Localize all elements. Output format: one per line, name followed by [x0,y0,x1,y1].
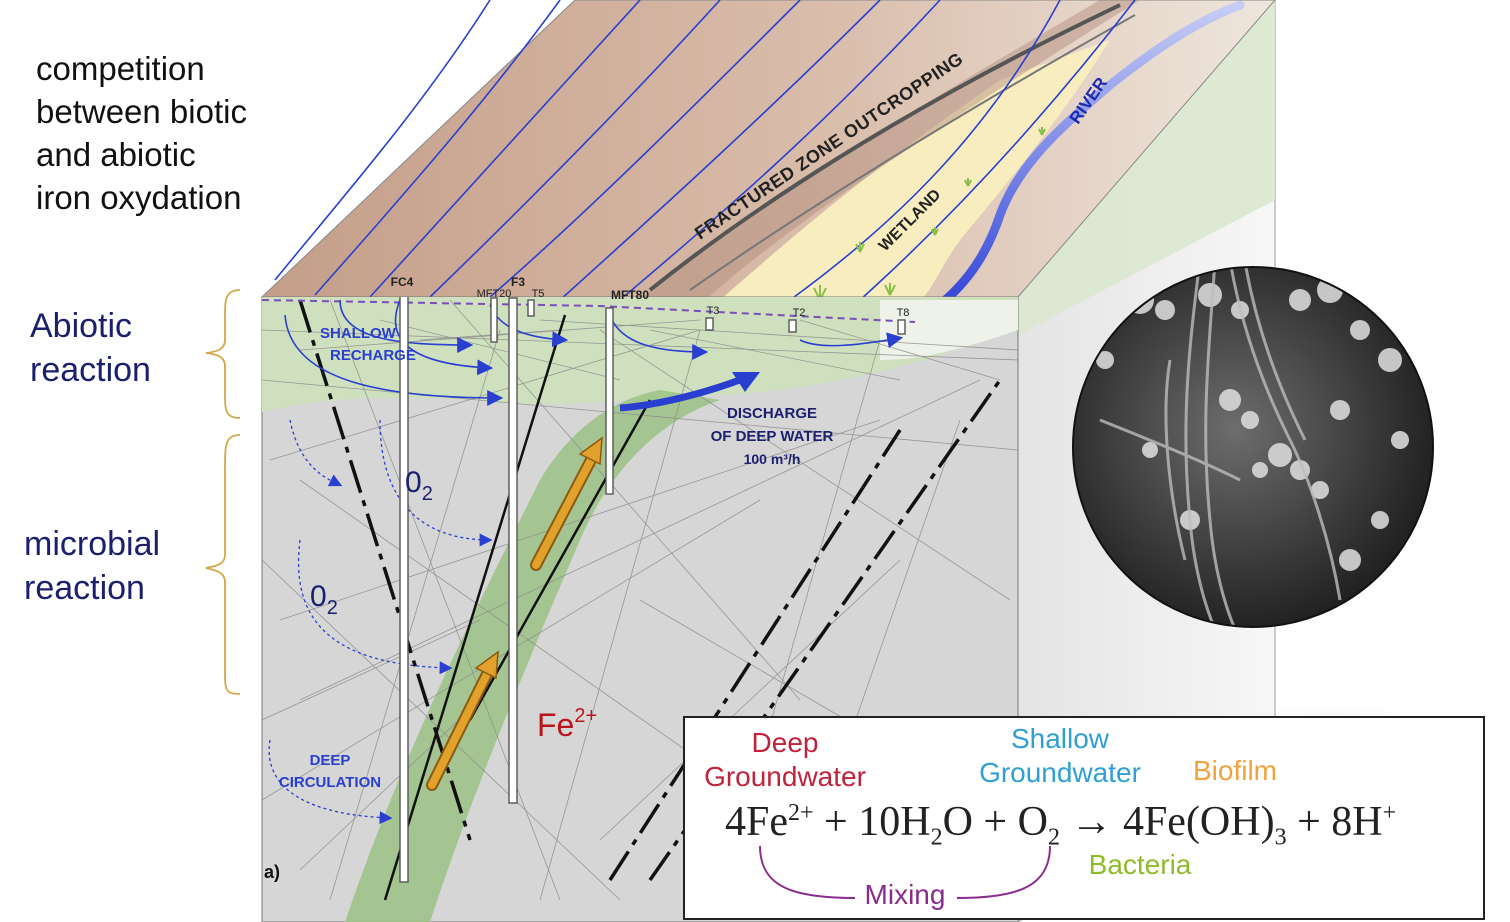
fe-label: Fe2+ [537,705,597,743]
eq-sup: + [1382,800,1397,826]
well-label-fc4: FC4 [391,275,414,289]
title-text: competition between biotic and abiotic i… [36,48,247,220]
well-label-f3: F3 [511,275,525,289]
contour-lines [274,0,1136,301]
eq-sub: 2 [930,824,943,851]
title-line: between biotic [36,92,247,130]
shallow-recharge-arrows [284,299,904,406]
equation-box: Deep Groundwater Shallow Groundwater Bio… [683,716,1485,920]
sem-circle-border [1072,266,1434,628]
discharge-label-1: DISCHARGE [727,405,817,422]
shallow-line: Shallow [1010,723,1110,754]
shallow-layer-right [880,300,1018,360]
shallow-recharge-label-1: SHALLOW [320,325,397,342]
o2-upper-label: 02 [405,466,433,505]
fractured-zone-band [640,0,1140,305]
fracture-network [262,299,1018,901]
microbial-reaction-label: microbial reaction [24,522,160,610]
mixing-arc [759,845,1051,899]
title-line: and abiotic [36,135,196,173]
panel-label: a) [264,862,280,882]
fractured-zone-line-2 [689,14,1136,291]
microbial-line: reaction [24,569,145,608]
wells [399,297,906,883]
discharge-arrow [619,372,752,412]
eq-part: O + O [942,799,1048,845]
eq-part: → 4Fe(OH) [1059,799,1275,845]
water-table [262,299,916,323]
shallow-layer [262,297,1018,412]
deep-line: Groundwater [704,760,866,792]
deep-circulation-label-1: DEEP [310,752,351,769]
right-side-green [1018,0,1275,335]
shallow-recharge-label-2: RECHARGE [330,347,416,364]
deep-circulation-arrows [268,419,493,825]
river [910,0,1245,327]
fe-sup: 2+ [574,705,597,727]
well-label-t3: T3 [707,305,720,317]
o2-upper-sub: 2 [422,483,433,505]
well-label-t2: T2 [793,307,806,319]
shallow-line: Groundwater [979,756,1141,788]
eq-part: 4Fe [725,799,788,845]
deep-groundwater-label: Deep Groundwater [685,726,885,793]
deep-line: Deep [751,727,819,758]
wetland-area [720,40,1110,305]
fe-main: Fe [537,707,574,743]
eq-sup: 2+ [788,800,814,826]
sem-micrograph [1073,267,1433,627]
eq-sub: 3 [1274,824,1287,851]
abiotic-bracket [205,289,241,419]
well-label-t5: T5 [532,288,545,300]
eq-sub: 2 [1047,824,1060,851]
oxidation-equation: 4Fe2+ + 10H2O + O2 → 4Fe(OH)3 + 8H+ [725,798,1396,851]
abiotic-line: reaction [30,351,151,390]
well-label-mft80: MFT80 [611,288,649,302]
microbial-line: microbial [24,525,161,563]
title-line: competition [36,50,205,87]
microbial-bracket [205,434,241,695]
eq-part: + 10H [813,799,931,845]
well-label-mft20: MFT20 [477,288,512,300]
shallow-groundwater-label: Shallow Groundwater [955,722,1165,789]
deep-circulation-label-2: CIRCULATION [279,774,381,791]
discharge-label-2: OF DEEP WATER [711,428,834,445]
fe-upward-arrows [426,436,603,791]
o2-lower-label: 02 [310,580,338,619]
title-line: iron oxydation [36,178,242,216]
faults-solid [383,314,652,901]
biofilm-label: Biofilm [1192,755,1277,786]
discharge-arrowhead [732,372,760,392]
abiotic-reaction-label: Abiotic reaction [30,304,151,392]
deep-fracture-zone [345,390,720,922]
o2-lower-sub: 2 [327,597,338,619]
abiotic-line: Abiotic [30,307,133,345]
eq-part: + 8H [1286,799,1383,845]
well-label-t8: T8 [897,307,910,319]
bacteria-label: Bacteria [1088,849,1192,880]
mixing-label: Mixing [864,879,946,910]
discharge-label-3: 100 m³/h [744,451,801,467]
o2-lower-main: 0 [310,580,327,613]
o2-upper-main: 0 [405,466,422,499]
